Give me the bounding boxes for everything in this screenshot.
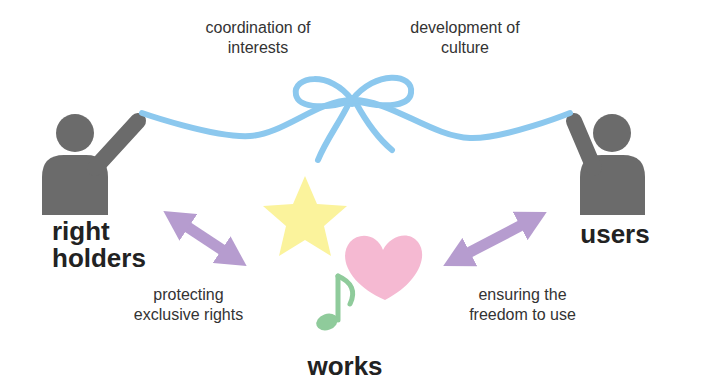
note-icon <box>314 276 353 333</box>
arrow-label: ensuring the freedom to use <box>455 285 590 325</box>
ribbon-label: coordination of interests <box>200 18 316 58</box>
double-arrow <box>182 223 229 254</box>
user-figure <box>574 114 645 215</box>
figure-node: right holders <box>30 113 165 277</box>
figure-label: works <box>245 353 445 380</box>
ribbon-connector <box>142 100 570 138</box>
person-head <box>593 114 631 152</box>
figure-node: users <box>545 113 685 253</box>
heart-icon <box>345 236 422 300</box>
figure-label: users <box>545 221 685 248</box>
works-icons <box>263 176 422 333</box>
figure-label: right holders <box>52 218 157 273</box>
person-head <box>56 114 94 152</box>
star-icon <box>263 176 347 256</box>
ribbon-label: development of culture <box>407 18 523 58</box>
double-arrow <box>463 222 528 256</box>
figure-node: works <box>245 175 445 385</box>
person-arm <box>95 121 138 168</box>
ribbon-bow <box>296 78 411 160</box>
person-arm <box>574 121 594 168</box>
arrow-label: protecting exclusive rights <box>121 285 256 325</box>
right-holder-figure <box>42 114 138 215</box>
